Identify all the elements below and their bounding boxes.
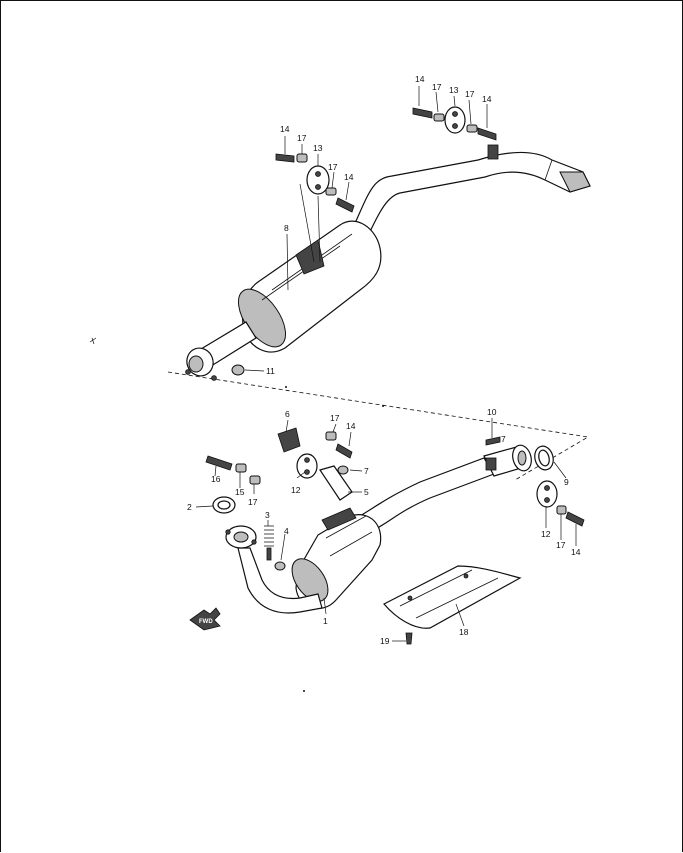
bracket-6-icon — [277, 427, 301, 453]
callout-7: 7 — [501, 434, 506, 444]
callout-17: 17 — [556, 540, 566, 550]
assembly-divider-line — [167, 371, 590, 481]
callout-1: 1 — [323, 616, 328, 626]
callout-leaders — [195, 86, 577, 642]
front-direction-arrow-icon — [189, 607, 221, 631]
scan-speck — [285, 386, 287, 388]
callout-14: 14 — [280, 124, 290, 134]
pipe-hanger-bracket — [485, 457, 497, 471]
lower-hanger-set-right — [536, 480, 585, 527]
nut-4-icon — [274, 561, 286, 571]
callout-12: 12 — [291, 485, 301, 495]
callout-3: 3 — [265, 510, 270, 520]
callout-7: 7 — [364, 466, 369, 476]
callout-14: 14 — [344, 172, 354, 182]
gasket-2-icon — [212, 496, 236, 514]
upper-hanger-set-right — [412, 106, 497, 141]
callout-14: 14 — [415, 74, 425, 84]
callout-17: 17 — [432, 82, 442, 92]
callout-18: 18 — [459, 627, 469, 637]
bolt-icon — [412, 107, 433, 119]
rear-tail-pipe — [351, 144, 591, 237]
callout-17: 17 — [465, 89, 475, 99]
callout-14: 14 — [346, 421, 356, 431]
callout-5: 5 — [364, 487, 369, 497]
scan-speck — [89, 337, 97, 345]
callout-15: 15 — [235, 487, 245, 497]
screw-19-icon — [405, 632, 413, 645]
bolt-icon — [335, 443, 353, 459]
bolt-icon — [565, 511, 585, 527]
callout-16: 16 — [211, 474, 221, 484]
upper-hanger-set-left — [275, 153, 355, 263]
callout-2: 2 — [187, 502, 192, 512]
callout-12: 12 — [541, 529, 551, 539]
callout-11: 11 — [266, 366, 275, 376]
main-muffler — [238, 220, 382, 353]
bolt-icon — [275, 153, 295, 163]
bushing-17-icon — [249, 475, 261, 485]
tail-pipe-hanger-bracket — [487, 144, 499, 160]
front-pipe — [225, 525, 323, 614]
bushing-icon — [556, 505, 567, 515]
bolt-16-icon — [205, 455, 233, 471]
rubber-hanger-icon — [296, 453, 318, 479]
callout-labels: 14 17 13 17 14 14 17 13 17 14 8 11 6 17 … — [187, 74, 581, 646]
nut-7-icon — [337, 465, 349, 475]
center-pipe-flange — [185, 321, 257, 381]
bolt-10-icon — [485, 436, 501, 446]
bushing-icon — [325, 431, 337, 441]
callout-8: 8 — [284, 223, 289, 233]
bushing-icon — [433, 113, 445, 122]
callout-14: 14 — [571, 547, 581, 557]
bushing-15-icon — [235, 463, 247, 473]
callout-9: 9 — [564, 477, 569, 487]
bushing-icon — [466, 124, 478, 133]
gasket-9-icon — [534, 445, 554, 471]
callout-17: 17 — [330, 413, 340, 423]
bushing-icon — [296, 153, 308, 163]
rubber-hanger-icon — [536, 480, 558, 508]
bushing-icon — [325, 187, 337, 196]
callout-14: 14 — [482, 94, 492, 104]
heat-shield-18 — [383, 565, 522, 629]
catalytic-converter — [291, 507, 382, 610]
bolt-icon — [477, 127, 497, 141]
callout-4: 4 — [284, 526, 289, 536]
callout-19: 19 — [380, 636, 390, 646]
scan-speck — [382, 405, 384, 407]
scan-speck — [303, 690, 305, 692]
rubber-hanger-icon — [444, 106, 466, 134]
bolt-icon — [335, 197, 355, 213]
lower-hanger-set-left — [296, 453, 318, 479]
intermediate-pipe — [359, 444, 532, 531]
callout-13: 13 — [313, 143, 323, 153]
front-marker-label: FWD — [199, 619, 213, 625]
spring-bolt-3-icon — [264, 525, 274, 561]
callout-13: 13 — [449, 85, 459, 95]
callout-17: 17 — [248, 497, 258, 507]
nut-11-icon — [231, 364, 245, 376]
callout-17: 17 — [328, 162, 338, 172]
callout-10: 10 — [487, 407, 497, 417]
callout-17: 17 — [297, 133, 307, 143]
callout-6: 6 — [285, 409, 290, 419]
